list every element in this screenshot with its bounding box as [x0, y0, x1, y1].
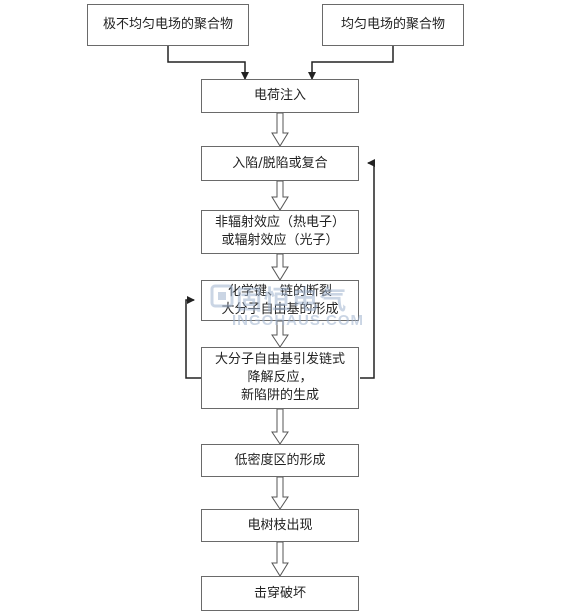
node-low-density: 低密度区的形成 [201, 444, 359, 477]
node-label: 入陷/脱陷或复合 [232, 155, 328, 171]
node-electrical-tree: 电树枝出现 [201, 509, 359, 542]
node-polymer-nonuniform: 极不均匀电场的聚合物 [87, 4, 249, 46]
feedback-right-loop [360, 159, 375, 379]
hollow-arrow-7 [271, 541, 289, 577]
node-label: 电荷注入 [253, 88, 306, 103]
hollow-arrow-3 [271, 253, 289, 281]
node-label-line2: 降解反应， [247, 370, 313, 385]
watermark-en: INGOHAUS.COM [232, 312, 364, 329]
watermark: 固恒电气 INGOHAUS.COM [210, 280, 410, 340]
node-label: 均匀电场的聚合物 [340, 17, 445, 32]
node-radiation-effect: 非辐射效应（热电子） 或辐射效应（光子） [201, 210, 359, 254]
node-label: 电树枝出现 [247, 517, 313, 533]
feedback-left-loop [185, 296, 202, 379]
node-charge-injection: 电荷注入 [201, 79, 359, 113]
arrow-right-to-injection [308, 46, 394, 80]
node-label-line2: 或辐射效应（光子） [221, 233, 339, 248]
hollow-arrow-5 [271, 408, 289, 445]
node-label: 低密度区的形成 [234, 452, 326, 468]
hollow-arrow-4 [271, 320, 289, 348]
node-label-line1: 化学键、链的断裂 [227, 283, 332, 299]
node-label-line3: 新陷阱的生成 [240, 388, 319, 403]
node-label-line2: 大分子自由基的形成 [221, 301, 339, 317]
node-label: 极不均匀电场的聚合物 [102, 17, 233, 32]
node-label-line1: 非辐射效应（热电子） [214, 215, 345, 230]
hollow-arrow-6 [271, 476, 289, 510]
node-label-line1: 大分子自由基引发链式 [214, 352, 345, 367]
node-breakdown: 击穿破坏 [201, 576, 359, 611]
watermark-logo-icon [210, 284, 234, 308]
node-trap-process: 入陷/脱陷或复合 [201, 146, 359, 181]
node-polymer-uniform: 均匀电场的聚合物 [322, 4, 464, 46]
watermark-cn: 固恒电气 [236, 286, 349, 316]
arrow-left-to-injection [167, 46, 249, 80]
hollow-arrow-1 [271, 112, 289, 147]
node-label: 击穿破坏 [253, 585, 306, 601]
node-chain-reaction: 大分子自由基引发链式 降解反应， 新陷阱的生成 [201, 347, 359, 409]
hollow-arrow-2 [271, 180, 289, 211]
